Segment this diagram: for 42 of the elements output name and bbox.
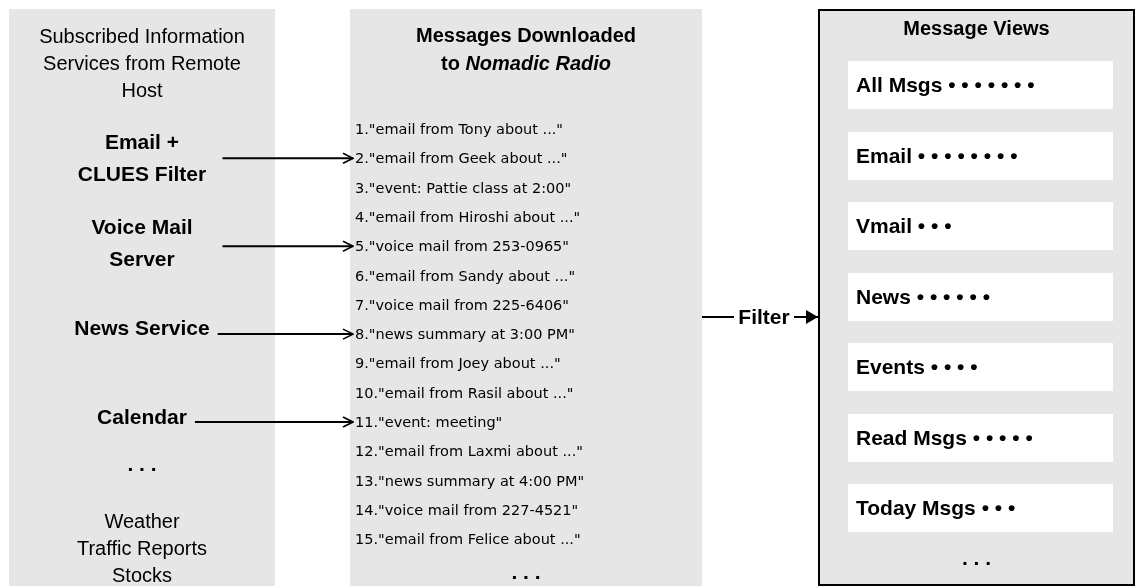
message-item: 4."email from Hiroshi about ..." (355, 204, 581, 229)
download-panel (350, 9, 702, 586)
message-item: 3."event: Pattie class at 2:00" (355, 175, 572, 200)
message-view-box: All Msgs • • • • • • • (848, 61, 1113, 109)
message-item: 11."event: meeting" (355, 410, 503, 434)
message-item: 15."email from Felice about ..." (355, 527, 581, 552)
panel-heading: Messages Downloaded to Nomadic Radio (414, 23, 638, 76)
message-item: 6."email from Sandy about ..." (355, 263, 576, 288)
message-item: 13."news summary at 4:00 PM" (355, 468, 585, 493)
continuation-dots: . . . (510, 559, 542, 585)
service-name: Traffic Reports (75, 536, 208, 561)
message-view-box: Email • • • • • • • • (848, 132, 1113, 180)
message-item: 1."email from Tony about ..." (355, 117, 564, 141)
continuation-dots: . . . (960, 545, 993, 571)
service-label: Calendar (97, 401, 187, 433)
arrow (221, 152, 354, 165)
message-item: 7."voice mail from 225-6406" (355, 292, 569, 317)
message-view-box: Today Msgs • • • (848, 484, 1113, 532)
message-item: 14."voice mail from 227-4521" (355, 497, 579, 522)
arrow (193, 416, 354, 428)
panel-heading: Message Views (902, 16, 1051, 41)
message-item: 2."email from Geek about ..." (355, 146, 568, 171)
service-name: Weather (103, 509, 181, 534)
views-panel (818, 9, 1135, 586)
message-item: 9."email from Joey about ..." (355, 351, 561, 376)
message-view-box: Vmail • • • (848, 202, 1113, 250)
message-item: 10."email from Rasil about ..." (355, 380, 574, 405)
service-label: Voice Mail Server (69, 211, 215, 275)
panel-heading: Subscribed Information Services from Remote Host (38, 24, 246, 103)
message-view-box: Events • • • • (848, 343, 1113, 391)
service-name: Stocks (111, 563, 173, 586)
message-item: 12."email from Laxmi about ..." (355, 439, 583, 464)
arrow (216, 328, 354, 340)
service-label: News Service (74, 312, 210, 344)
message-view-box: Read Msgs • • • • • (848, 414, 1113, 462)
message-view-box: News • • • • • • (848, 273, 1113, 321)
message-item: 8."news summary at 3:00 PM" (355, 322, 575, 347)
arrow (221, 240, 354, 252)
continuation-dots: . . . (126, 451, 158, 477)
service-label: Email + CLUES Filter (69, 126, 215, 190)
message-item: 5."voice mail from 253-0965" (355, 234, 569, 259)
source-panel (9, 9, 275, 586)
